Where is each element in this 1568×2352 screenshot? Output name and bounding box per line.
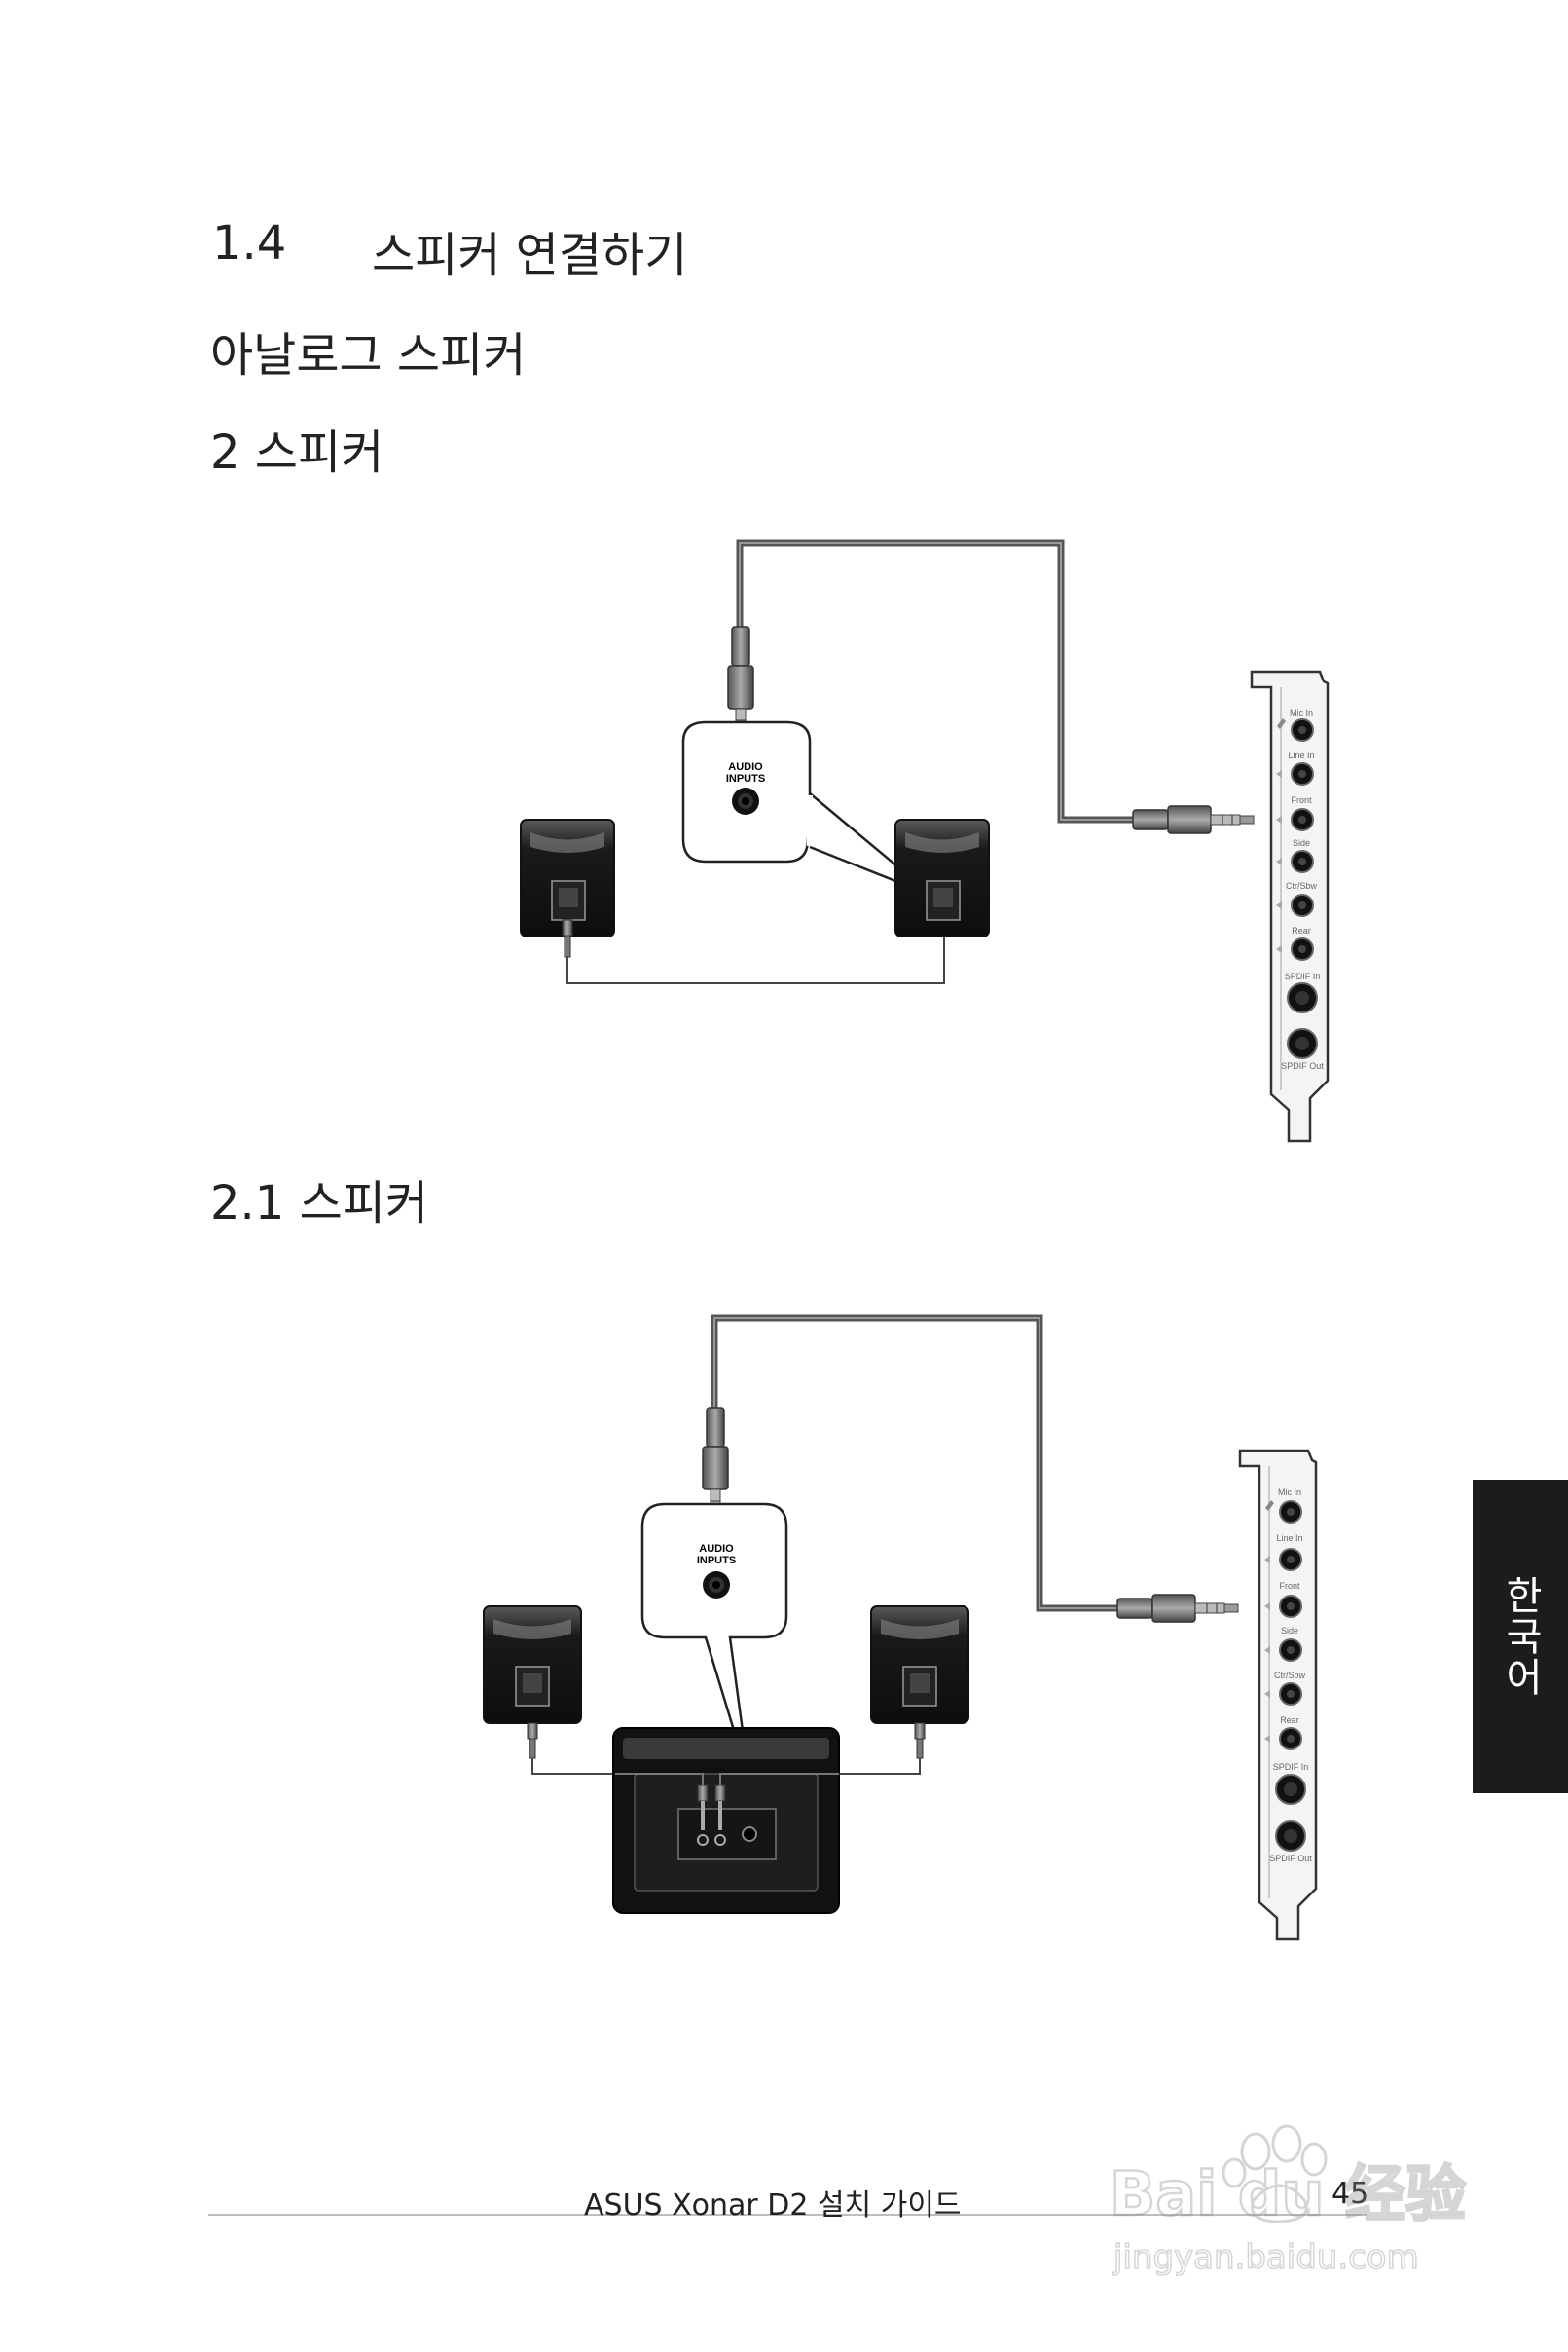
speaker-left-2	[483, 1605, 582, 1724]
section-title: 스피커 연결하기	[372, 228, 688, 282]
svg-text:SPDIF Out: SPDIF Out	[1269, 1854, 1312, 1863]
section-number: 1.4	[212, 216, 287, 271]
svg-text:SPDIF In: SPDIF In	[1285, 972, 1321, 981]
audio-label-1: AUDIO	[728, 761, 763, 773]
speaker-right-1	[894, 819, 990, 937]
sound-card-bracket-1	[1250, 670, 1330, 1143]
subheading-two-one-speakers: 2.1 스피커	[210, 1176, 429, 1231]
svg-text:Side: Side	[1293, 838, 1310, 848]
speaker-right-2	[870, 1605, 969, 1724]
svg-text:Ctr/Sbw: Ctr/Sbw	[1286, 881, 1318, 891]
svg-text:Line In: Line In	[1276, 1533, 1302, 1543]
language-side-tab: 한국어	[1473, 1480, 1568, 1793]
diagram-two-speakers: AUDIO INPUTS Mic In	[520, 539, 1330, 1143]
plug-horizontal-1	[1132, 805, 1255, 834]
watermark-url: jingyan.baidu.com	[1112, 2238, 1419, 2277]
plug-horizontal-2	[1116, 1594, 1239, 1623]
footer-title: ASUS Xonar D2 설치 가이드	[584, 2188, 962, 2223]
svg-text:SPDIF Out: SPDIF Out	[1281, 1061, 1324, 1071]
diagram-two-one-speakers: AUDIO INPUTS	[483, 1314, 1318, 1941]
inputs-label-1: INPUTS	[726, 773, 765, 785]
card-ports-1: Mic In Line In Front Side Ctr/Sbw Rear S…	[1276, 708, 1324, 1071]
svg-text:Front: Front	[1279, 1581, 1300, 1591]
audio-inputs-callout-2: AUDIO INPUTS	[640, 1502, 788, 1782]
sound-card-bracket-2	[1238, 1449, 1318, 1941]
page-number: 45	[1331, 2177, 1369, 2211]
speaker-left-1	[520, 819, 615, 937]
svg-text:Ctr/Sbw: Ctr/Sbw	[1274, 1671, 1306, 1680]
svg-text:Rear: Rear	[1280, 1715, 1299, 1725]
subwoofer	[612, 1727, 840, 1914]
baidu-watermark: Bai du 经验 jingyan.baidu.com	[1110, 2124, 1467, 2278]
card-ports-2: Mic In Line In Front Side Ctr/Sbw Rear S…	[1264, 1488, 1312, 1863]
audio-label-2: AUDIO	[699, 1543, 734, 1555]
svg-text:Mic In: Mic In	[1278, 1488, 1301, 1497]
svg-text:Front: Front	[1291, 795, 1312, 805]
svg-text:Rear: Rear	[1292, 926, 1311, 936]
footer-divider	[208, 2214, 1367, 2216]
svg-text:Side: Side	[1281, 1626, 1298, 1635]
svg-text:SPDIF In: SPDIF In	[1273, 1762, 1309, 1772]
language-side-tab-label: 한국어	[1498, 1575, 1543, 1698]
inputs-label-2: INPUTS	[697, 1555, 736, 1566]
watermark-logo: Bai du 经验	[1110, 2158, 1466, 2229]
svg-text:Line In: Line In	[1288, 751, 1314, 760]
svg-text:Mic In: Mic In	[1290, 708, 1313, 717]
subheading-two-speakers: 2 스피커	[210, 425, 384, 480]
subheading-analog: 아날로그 스피커	[210, 328, 527, 383]
